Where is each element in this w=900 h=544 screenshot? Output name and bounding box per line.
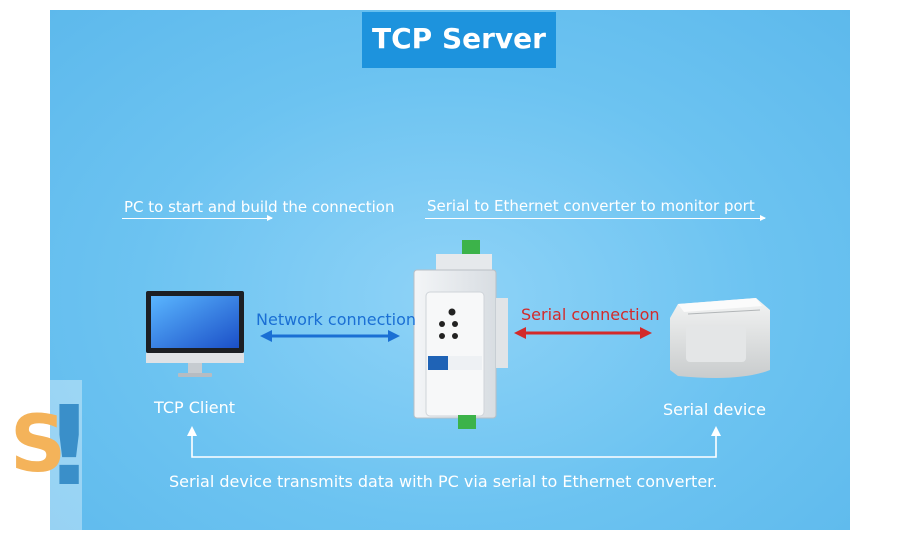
- right-caption-arrow: [425, 215, 766, 221]
- left-caption: PC to start and build the connection: [124, 198, 395, 216]
- page-title: TCP Server: [372, 22, 546, 55]
- serial-device-label: Serial device: [663, 400, 766, 419]
- data-flow-loop-arrow: [187, 426, 721, 458]
- diagram-panel: TCP Server PC to start and build the con…: [50, 10, 850, 530]
- diagram-graphics: [146, 240, 770, 458]
- logo-s-mark: S: [10, 400, 67, 490]
- logo-exclamation-mark: !: [44, 382, 95, 510]
- din-rail-converter-icon: [413, 240, 508, 429]
- title-banner: TCP Server: [362, 12, 556, 68]
- network-connection-label: Network connection: [256, 310, 417, 329]
- bottom-caption: Serial device transmits data with PC via…: [169, 472, 718, 491]
- desktop-monitor-icon: [146, 291, 244, 377]
- brand-logo-icon: S !: [2, 380, 94, 530]
- serial-connection-arrow: [514, 327, 652, 339]
- network-connection-arrow: [260, 330, 400, 342]
- receipt-printer-icon: [670, 298, 770, 378]
- tcp-client-label: TCP Client: [154, 398, 236, 417]
- left-caption-arrow: [122, 215, 273, 221]
- serial-connection-label: Serial connection: [521, 305, 660, 324]
- right-caption: Serial to Ethernet converter to monitor …: [427, 197, 755, 215]
